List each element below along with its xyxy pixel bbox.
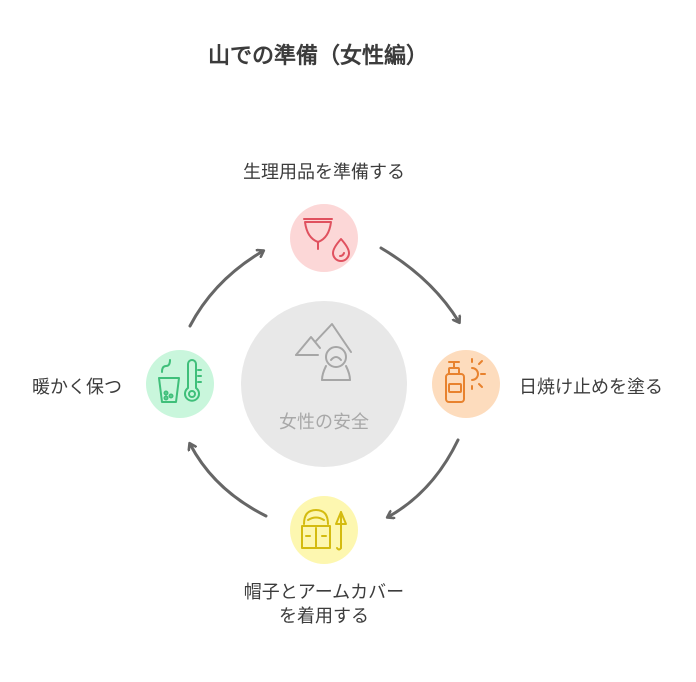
sunscreen-sun-icon (445, 358, 486, 403)
arrow-left-to-top (188, 251, 263, 328)
node-label-left: 暖かく保つ (32, 377, 122, 398)
center-label: 女性の安全 (279, 412, 369, 433)
arrow-top-to-right (379, 246, 459, 322)
node-label-right: 日焼け止めを塗る (519, 377, 663, 398)
node-circle-left (146, 350, 214, 418)
menstrual-cup-drop-icon (303, 218, 350, 262)
arrow-bottom-to-left (190, 444, 268, 518)
node-label-bottom-line1: 帽子とアームカバー (243, 582, 405, 603)
node-circle-bottom (290, 496, 358, 564)
center-circle (241, 301, 407, 467)
page-title: 山での準備（女性編） (207, 44, 428, 69)
node-label-bottom-line2: を着用する (279, 606, 369, 627)
node-circle-right (432, 350, 500, 418)
arrow-right-to-bottom (388, 438, 460, 517)
raincoat-umbrella-icon (301, 509, 347, 551)
hot-drink-thermometer-icon (158, 359, 202, 403)
node-label-top: 生理用品を準備する (243, 162, 405, 183)
mountain-woman-icon (295, 323, 352, 381)
